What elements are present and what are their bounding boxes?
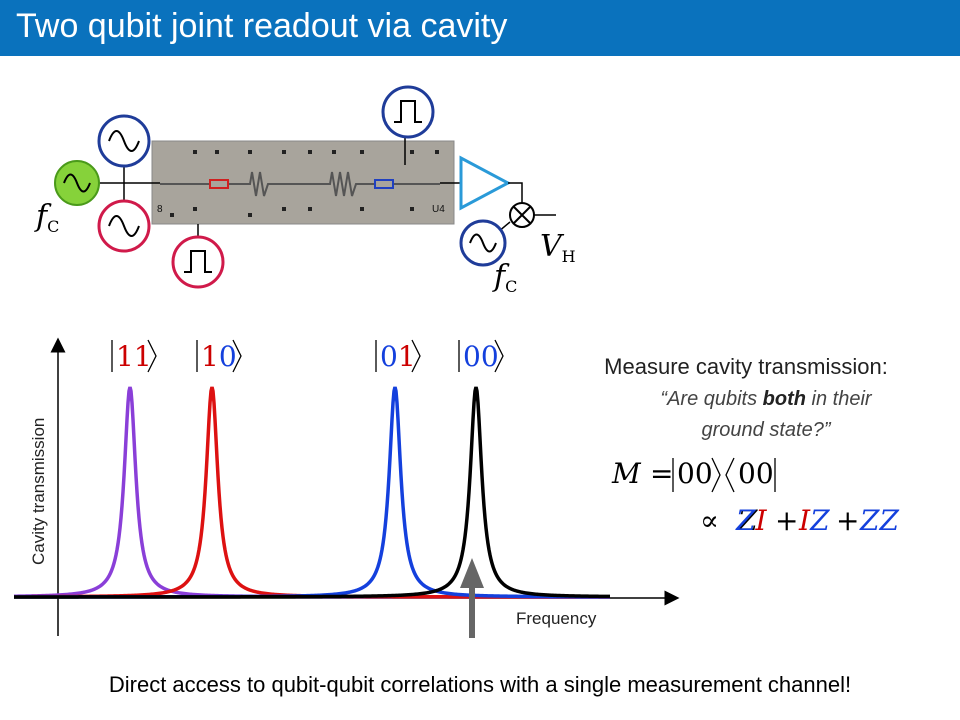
projector-equation: M = 00 00 xyxy=(611,457,776,493)
resonance-peak-1 xyxy=(13,386,610,599)
amplifier-icon xyxy=(459,155,512,211)
pulse-source-blue-icon xyxy=(381,85,435,139)
svg-text:M: M xyxy=(611,457,642,490)
resonance-peak-3 xyxy=(14,386,610,599)
svg-text:+: + xyxy=(836,504,859,537)
chip-feedline xyxy=(160,171,440,197)
spectrum-chart: Cavity transmission Frequency 11 10 01 0… xyxy=(13,337,680,638)
measurement-panel: Measure cavity transmission: “Are qubits… xyxy=(604,354,899,537)
sine-source-red-icon xyxy=(97,199,151,253)
slide-content: 8 U4 xyxy=(13,85,899,638)
resonance-peak-4 xyxy=(14,386,611,599)
fc-right-label: fC xyxy=(492,259,517,296)
sine-source-blue-icon xyxy=(97,114,151,168)
resonance-peak-2 xyxy=(14,386,611,599)
spectrum-curves xyxy=(13,386,611,599)
circuit-diagram: 8 U4 xyxy=(34,85,576,296)
svg-text:Z: Z xyxy=(737,504,758,537)
svg-text:10: 10 xyxy=(201,340,237,373)
pauli-decomposition: ∝ Z ZI + IZ + ZZ xyxy=(700,504,899,537)
ket-label-01: 01 xyxy=(375,339,421,373)
chip-photo xyxy=(151,140,455,225)
footer-statement: Direct access to qubit-qubit correlation… xyxy=(108,672,852,697)
vh-label: VH xyxy=(540,229,576,266)
chip-label-right: U4 xyxy=(432,204,445,215)
svg-text:00: 00 xyxy=(677,457,713,490)
svg-text:01: 01 xyxy=(380,340,416,373)
svg-text:ZI: ZI xyxy=(735,504,767,537)
svg-text:00: 00 xyxy=(463,340,499,373)
svg-text:+: + xyxy=(775,504,798,537)
left-input-wire xyxy=(96,160,160,207)
qubit-left xyxy=(209,179,229,189)
ket-label-11: 11 xyxy=(111,339,157,373)
y-axis-label: Cavity transmission xyxy=(29,418,48,565)
measure-question-line2: ground state?” xyxy=(702,419,832,441)
qubit-right xyxy=(374,179,394,189)
sine-source-lo-icon xyxy=(459,219,507,267)
pulse-source-red-icon xyxy=(171,235,225,289)
measure-arrow-icon xyxy=(460,558,484,638)
svg-text:∝: ∝ xyxy=(700,504,719,537)
ket-label-10: 10 xyxy=(196,339,242,373)
measure-question-line1: “Are qubits both in their xyxy=(660,388,873,410)
chip-dots xyxy=(170,150,439,217)
measure-heading: Measure cavity transmission: xyxy=(604,354,888,379)
title-bar: Two qubit joint readout via cavity xyxy=(0,0,960,56)
sine-source-green-icon xyxy=(54,160,100,206)
svg-text:=: = xyxy=(650,457,673,490)
slide-title: Two qubit joint readout via cavity xyxy=(16,7,508,45)
x-axis-label: Frequency xyxy=(516,609,597,628)
svg-text:00: 00 xyxy=(738,457,774,490)
ket-label-00: 00 xyxy=(458,339,504,373)
svg-text:11: 11 xyxy=(116,340,152,373)
mixer-icon xyxy=(509,202,535,228)
fc-left-label: fC xyxy=(34,199,59,236)
chip-label-left: 8 xyxy=(157,204,163,215)
svg-text:ZZ: ZZ xyxy=(859,504,899,537)
svg-text:IZ: IZ xyxy=(798,504,830,537)
